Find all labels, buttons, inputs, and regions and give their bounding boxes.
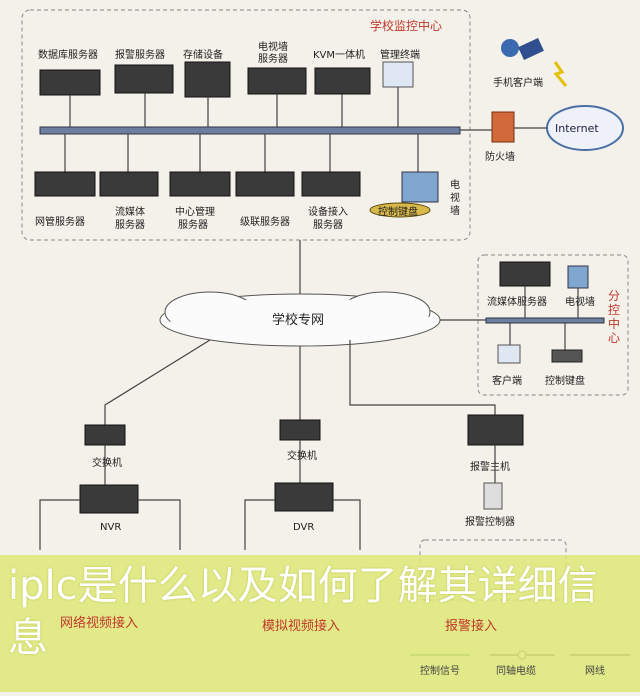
switch-1-icon [84,424,126,446]
sub-center-title-2: 控 [608,303,620,317]
label-kvm: KVM一体机 [313,48,365,61]
label-database-server: 数据库服务器 [38,48,98,61]
center-bus [39,126,461,135]
label-tv-wall-char2: 视 [450,191,460,204]
caption-text: iplc是什么以及如何了解其详细信息 [8,563,598,661]
label-cascade-server: 级联服务器 [240,215,290,228]
alarm-controller-icon [483,482,503,510]
kvm-icon [314,67,371,95]
label-tv-wall-char1: 电 [450,178,460,191]
label-central-mgmt: 中心管理 [175,205,215,218]
storage-device-icon [184,61,231,98]
sub-client-icon [497,344,521,364]
user-icon [501,39,519,57]
label-control-keyboard: 控制键盘 [378,205,418,218]
legend-net: 网线 [585,666,605,677]
school-center-title: 学校监控中心 [370,18,442,33]
sub-center: 流媒体服务器 电视墙 客户端 控制键盘 分 控 中 心 [440,261,620,387]
alarm-host-icon [467,414,524,446]
label-sub-keyboard: 控制键盘 [545,374,585,387]
label-sub-streaming: 流媒体服务器 [487,295,547,308]
school-network-cloud: 学校专网 [159,291,441,347]
label-alarm-host: 报警主机 [470,460,510,473]
wireless-icon [553,61,568,87]
sub-center-title-3: 中 [608,316,620,331]
label-sub-tv-wall: 电视墙 [565,295,595,308]
label-dvr: DVR [293,522,314,533]
cascade-server-icon [235,171,295,197]
sub-center-frame [477,254,629,396]
bottom-devices: 网管服务器 流媒体 服务器 中心管理 服务器 级联服务器 设备接入 服务器 控制… [34,171,460,231]
label-internet: Internet [555,122,599,135]
label-firewall: 防火墙 [485,150,515,163]
label-alarm-controller: 报警控制器 [465,515,515,528]
sub-center-title-1: 分 [608,289,620,303]
tv-wall-icon [401,171,439,203]
legend-control: 控制信号 [420,666,460,677]
control-keyboard-icon [369,202,431,218]
section-network-video: 网络视频接入 [60,616,139,631]
label-nms-server: 网管服务器 [35,215,85,228]
label-switch-2: 交换机 [287,449,317,462]
central-mgmt-server-icon [169,171,231,197]
label-switch-1: 交换机 [92,456,122,469]
sub-bus [485,317,605,324]
section-alarm-access: 报警接入 [445,619,498,634]
sub-center-title-4: 心 [608,331,620,345]
label-phone-client: 手机客户端 [493,76,543,89]
access-devices: 交换机 交换机 报警主机 NVR DVR 报警控制器 [39,414,567,601]
streaming-server-icon [99,171,159,197]
label-tv-wall-char3: 墙 [450,204,460,217]
nvr-icon [79,484,139,514]
phone-icon [518,38,544,60]
label-streaming: 流媒体 [115,205,145,218]
database-server-icon [39,69,101,96]
bus-drops [64,87,419,172]
label-tv-wall-server: 服务器 [258,52,288,65]
remote-access: 手机客户端 Internet 防火墙 [460,38,624,163]
switch-2-icon [279,419,321,441]
label-streaming-server: 服务器 [115,218,145,231]
top-devices: 数据库服务器 报警服务器 存储设备 电视墙 服务器 KVM一体机 管理终端 [38,40,420,98]
label-school-network: 学校专网 [272,312,324,328]
label-tv-wall: 电视墙 [258,40,288,53]
label-sub-client: 客户端 [492,374,522,387]
access-lines [104,339,496,425]
label-alarm-server: 报警服务器 [115,48,165,61]
management-terminal-icon [382,61,414,88]
nms-server-icon [34,171,96,197]
label-mgmt-terminal: 管理终端 [380,48,420,61]
label-device-access-server: 服务器 [313,218,343,231]
dvr-icon [274,482,334,512]
alarm-server-icon [114,64,174,94]
section-analog-video: 模拟视频接入 [262,619,341,634]
caption-banner [0,555,640,692]
firewall-icon [491,111,515,143]
sub-tv-wall-icon [567,265,589,289]
access-server-icon [301,171,361,197]
label-nvr: NVR [100,522,121,533]
label-device-access: 设备接入 [308,205,348,218]
label-storage: 存储设备 [183,48,223,61]
sub-streaming-server-icon [499,261,551,287]
sub-keyboard-icon [551,349,583,363]
legend-coax: 同轴电缆 [496,666,536,677]
label-central-mgmt-server: 服务器 [178,218,208,231]
tv-wall-server-icon [247,67,307,95]
